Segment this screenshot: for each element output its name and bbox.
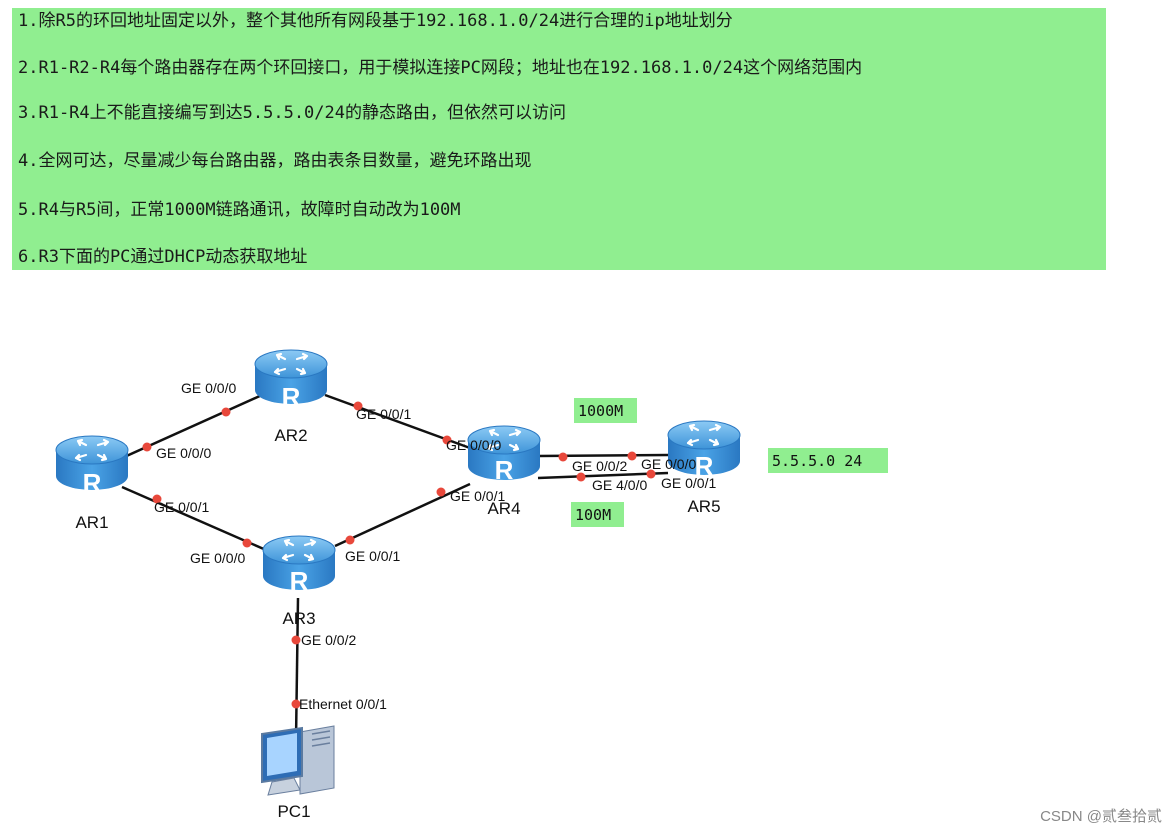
- note-bg: [571, 502, 624, 527]
- router-ar1[interactable]: R AR1: [54, 434, 130, 532]
- note-1000m-text: 1000M: [578, 402, 623, 420]
- port-dot: [627, 451, 637, 461]
- port-dot: [558, 452, 568, 462]
- link-ar4-ar5-100m: [537, 471, 669, 480]
- port-label-ar4-g400: GE 4/0/0: [592, 477, 647, 493]
- note-ar5-network-text: 5.5.5.0 24: [772, 452, 862, 470]
- port-dot: [291, 635, 301, 645]
- link-ar3-pc1: [294, 597, 300, 741]
- pc-pc1[interactable]: PC1: [261, 725, 335, 821]
- router-glyph: R: [282, 382, 301, 412]
- note-100m: 100M: [571, 502, 624, 527]
- port-labels: GE 0/0/0 GE 0/0/0 GE 0/0/1 GE 0/0/0 GE 0…: [154, 380, 716, 712]
- port-label-ar5-g000: GE 0/0/0: [641, 456, 696, 472]
- router-ar4[interactable]: R AR4: [466, 424, 542, 518]
- router-glyph: R: [695, 451, 714, 481]
- port-label-ar4-g002: GE 0/0/2: [572, 458, 627, 474]
- note-ar5-network: 5.5.5.0 24: [768, 448, 888, 473]
- port-label-ar5-g001: GE 0/0/1: [661, 475, 716, 491]
- requirement-5: 5.R4与R5间，正常1000M链路通讯，故障时自动改为100M: [18, 200, 461, 220]
- requirement-3: 3.R1-R4上不能直接编写到达5.5.5.0/24的静态路由，但依然可以访问: [18, 103, 566, 123]
- device-label-ar1: AR1: [75, 513, 108, 532]
- router-glyph: R: [290, 566, 309, 596]
- port-dot: [242, 538, 252, 548]
- router-glyph: R: [83, 468, 102, 498]
- note-bg: [574, 398, 637, 423]
- device-label-pc1: PC1: [277, 802, 310, 821]
- link-ar1-ar3: [121, 485, 267, 552]
- port-dot: [442, 435, 452, 445]
- note-100m-text: 100M: [575, 506, 611, 524]
- router-ar2[interactable]: R AR2: [253, 348, 329, 445]
- port-dot: [436, 487, 446, 497]
- port-label-pc1-eth: Ethernet 0/0/1: [299, 696, 387, 712]
- port-label-ar2-g000: GE 0/0/0: [181, 380, 236, 396]
- port-dots: [142, 401, 656, 709]
- requirement-2: 2.R1-R2-R4每个路由器存在两个环回接口，用于模拟连接PC网段；地址也在1…: [18, 58, 863, 78]
- port-label-ar3-g002: GE 0/0/2: [301, 632, 356, 648]
- port-label-ar3-g000: GE 0/0/0: [190, 550, 245, 566]
- port-label-ar4-g000: GE 0/0/0: [446, 437, 501, 453]
- port-label-ar1-g001: GE 0/0/1: [154, 499, 209, 515]
- port-label-ar3-g001: GE 0/0/1: [345, 548, 400, 564]
- device-label-ar2: AR2: [274, 426, 307, 445]
- port-dot: [353, 401, 363, 411]
- port-label-ar4-g001: GE 0/0/1: [450, 488, 505, 504]
- requirement-4: 4.全网可达，尽量减少每台路由器，路由表条目数量，避免环路出现: [18, 151, 532, 171]
- router-ar3[interactable]: R AR3: [261, 534, 337, 628]
- port-dot: [152, 494, 162, 504]
- port-label-ar1-g000: GE 0/0/0: [156, 445, 211, 461]
- pc-icon: [261, 725, 335, 796]
- device-label-ar5: AR5: [687, 497, 720, 516]
- port-label-ar2-g001: GE 0/0/1: [356, 406, 411, 422]
- port-dot: [345, 535, 355, 545]
- watermark: CSDN @贰叁拾贰: [1040, 808, 1162, 825]
- link-ar3-ar4: [334, 482, 471, 548]
- note-bg: [768, 448, 888, 473]
- port-dot: [142, 442, 152, 452]
- requirement-6: 6.R3下面的PC通过DHCP动态获取地址: [18, 247, 308, 267]
- port-dot: [576, 472, 586, 482]
- router-glyph: R: [495, 455, 514, 485]
- device-label-ar3: AR3: [282, 609, 315, 628]
- port-dot: [646, 469, 656, 479]
- note-1000m: 1000M: [574, 398, 637, 423]
- requirements-panel: 1.除R5的环回地址固定以外，整个其他所有网段基于192.168.1.0/24进…: [12, 8, 1106, 270]
- port-dot: [221, 407, 231, 417]
- port-dot: [291, 699, 301, 709]
- requirement-1: 1.除R5的环回地址固定以外，整个其他所有网段基于192.168.1.0/24进…: [18, 11, 733, 31]
- device-label-ar4: AR4: [487, 499, 520, 518]
- router-ar5[interactable]: R AR5: [666, 419, 742, 516]
